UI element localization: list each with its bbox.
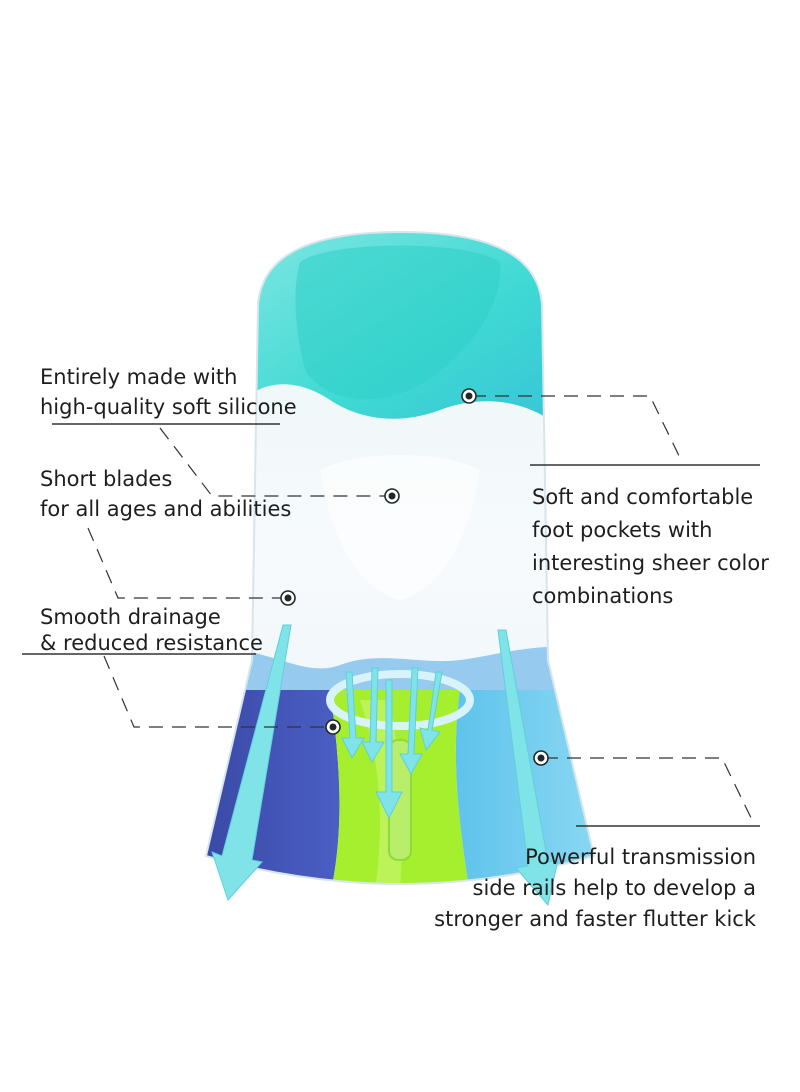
callout-drainage: Smooth drainage & reduced resistance	[40, 604, 263, 656]
callout-drainage-line-2: & reduced resistance	[40, 631, 263, 655]
callout-rails-line-1: Powerful transmission	[525, 845, 756, 869]
target-dot-icon	[461, 388, 477, 404]
target-dot-icon	[384, 488, 400, 504]
callout-pockets-line-1: Soft and comfortable	[532, 485, 754, 509]
solid-underlines	[22, 423, 760, 827]
callout-drainage-line-1: Smooth drainage	[40, 605, 221, 629]
callout-silicone-line-1: Entirely made with	[40, 365, 238, 389]
target-dot-icon	[533, 750, 549, 766]
callout-pockets: Soft and comfortable foot pockets with i…	[532, 481, 769, 613]
callout-rails-line-2: side rails help to develop a	[472, 876, 756, 900]
callout-silicone-line-2: high-quality soft silicone	[40, 395, 297, 419]
flow-arrows	[211, 624, 559, 907]
callout-blades-line-1: Short blades	[40, 467, 173, 491]
callout-pockets-line-4: combinations	[532, 584, 674, 608]
target-dot-icon	[280, 590, 296, 606]
callout-rails-line-3: stronger and faster flutter kick	[434, 907, 756, 931]
callout-pockets-line-3: interesting sheer color	[532, 551, 769, 575]
leader-lines	[87, 395, 755, 825]
target-dot-icon	[325, 719, 341, 735]
callout-blades-line-2: for all ages and abilities	[40, 497, 292, 521]
callout-rails: Powerful transmission side rails help to…	[434, 842, 756, 935]
callout-pockets-line-2: foot pockets with	[532, 518, 713, 542]
callout-blades: Short blades for all ages and abilities	[40, 464, 291, 524]
callout-silicone: Entirely made with high-quality soft sil…	[40, 362, 297, 422]
